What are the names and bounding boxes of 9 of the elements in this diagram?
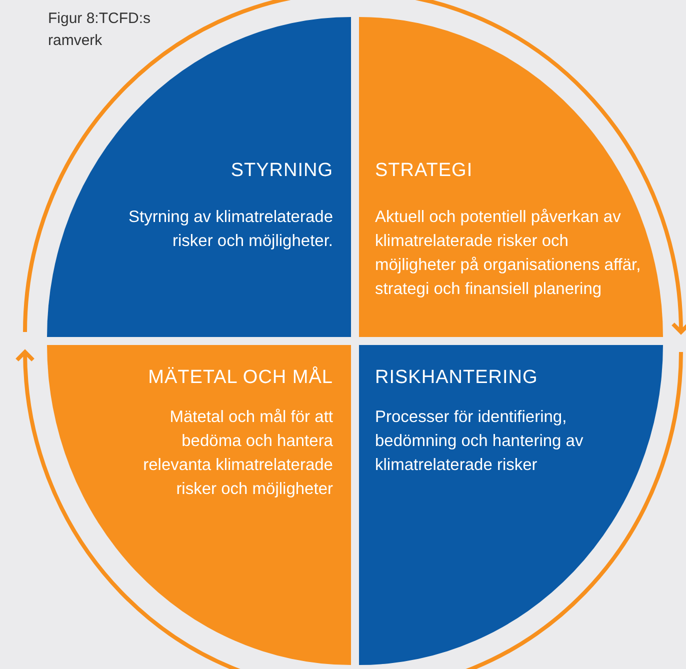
quadrant-description: Styrning av klimatrelaterade risker och möjligheter. xyxy=(127,207,333,252)
quadrant-heading: RISKHANTERING xyxy=(375,367,538,389)
quadrant-heading: MÄTETAL OCH MÅL xyxy=(148,367,333,389)
quadrant-description: Processer för identifiering, bedömning och hantering av klimatrelaterade risker xyxy=(375,407,584,476)
quadrant-description: Mätetal och mål för att bedöma och hantera relevanta klimatrelaterade risker och möjligheter xyxy=(142,407,333,500)
figure-title: Figur 8:TCFD:s ramverk xyxy=(48,9,152,51)
quadrant-description: Aktuell och potentiell påverkan av klimatrelaterade risker och möjligheter på organisationens affär, strategi och finansiell planering xyxy=(375,207,642,300)
quadrant-heading: STRATEGI xyxy=(375,160,473,182)
quadrant-heading: STYRNING xyxy=(230,160,333,182)
